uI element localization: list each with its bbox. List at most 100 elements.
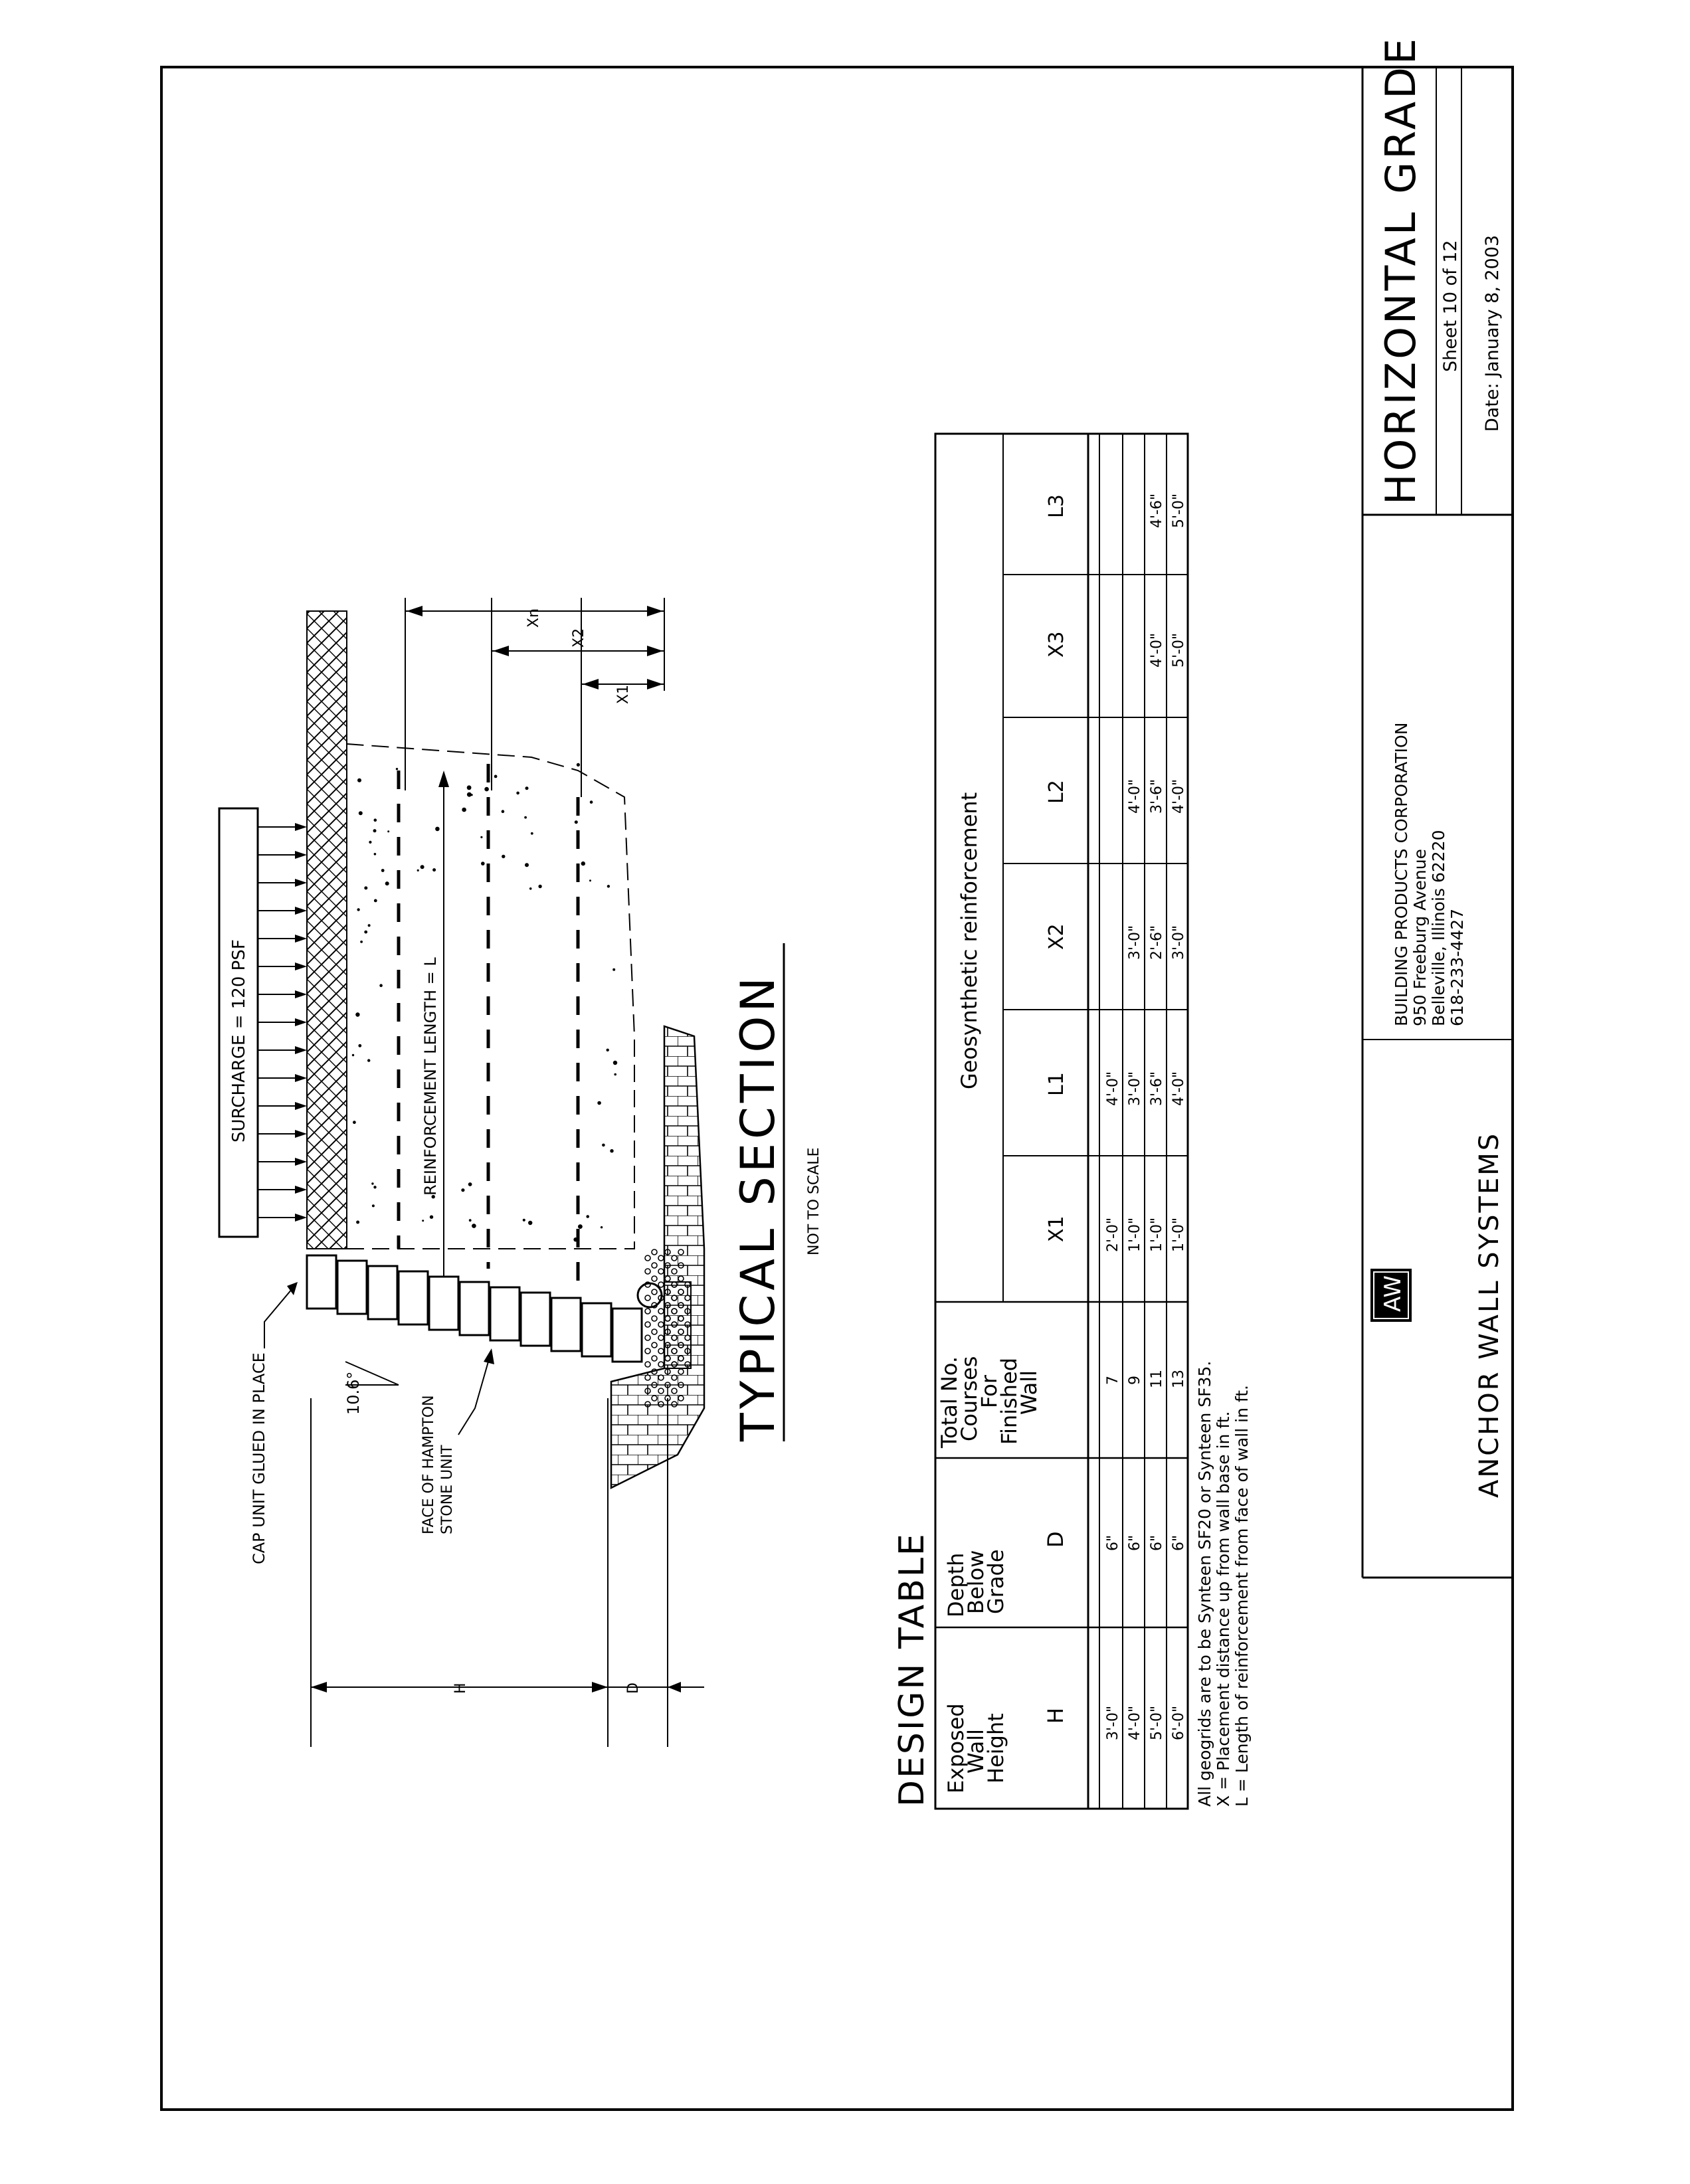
stipple-dot — [576, 763, 581, 767]
stipple-dot — [612, 968, 616, 971]
surcharge-arrowhead — [295, 1130, 307, 1138]
stipple-dot — [522, 1218, 525, 1222]
col-h-line-2: Wall — [963, 1729, 988, 1774]
sub-header-x3: X3 — [1045, 631, 1068, 658]
stipple-dot — [371, 1204, 375, 1208]
surcharge-arrowhead — [295, 990, 307, 998]
stipple-dot — [589, 879, 591, 882]
backfill-stipple — [351, 763, 618, 1242]
col-h-line-3: Height — [983, 1713, 1008, 1783]
table-row: 6'-0" 6" 13 1'-0" 4'-0" 3'-0" 4'-0" 5'-0… — [1171, 494, 1187, 1740]
surcharge-arrowhead — [295, 851, 307, 859]
reinforcement-length-label: REINFORCEMENT LENGTH = L — [421, 957, 440, 1196]
surcharge-arrowhead — [295, 1102, 307, 1110]
stipple-dot — [364, 930, 368, 934]
stipple-dot — [351, 1053, 355, 1057]
stipple-dot — [472, 1224, 476, 1228]
retained-soil-hatch — [306, 610, 347, 1249]
cell-r3-h: 6'-0" — [1171, 1706, 1187, 1740]
stipple-dot — [435, 826, 440, 832]
sheet-date: Date: January 8, 2003 — [1482, 235, 1503, 432]
cell-r2-l1: 3'-6" — [1149, 1071, 1165, 1106]
stipple-dot — [357, 908, 360, 911]
stipple-dot — [431, 1195, 435, 1199]
stipple-dot — [606, 1048, 609, 1052]
stipple-dot — [373, 899, 377, 903]
dim-x1-label: X1 — [615, 685, 632, 704]
title-block: HORIZONTAL GRADE Sheet 10 of 12 Date: Ja… — [1361, 36, 1513, 1579]
stipple-dot — [420, 865, 424, 869]
stipple-dot — [574, 820, 578, 824]
foundation-soil — [610, 1025, 705, 1490]
address-line-4: 618-233-4427 — [1448, 909, 1467, 1026]
stipple-dot — [432, 868, 436, 872]
surcharge-arrowhead — [295, 823, 307, 831]
surcharge-arrows — [258, 823, 307, 1222]
stipple-dot — [364, 886, 368, 890]
note-3: L = Length of reinforcement from face of… — [1232, 1385, 1252, 1807]
stipple-dot — [466, 785, 472, 790]
stipple-dot — [355, 1012, 360, 1017]
cell-r1-h: 4'-0" — [1127, 1706, 1143, 1740]
stipple-dot — [373, 818, 377, 822]
stipple-dot — [356, 1220, 360, 1224]
cell-r0-courses: 7 — [1105, 1376, 1121, 1385]
cell-r3-x1: 1'-0" — [1171, 1218, 1187, 1252]
cell-r0-d: 6" — [1105, 1535, 1121, 1551]
stipple-dot — [494, 774, 498, 778]
design-table-title: DESIGN TABLE — [892, 1532, 932, 1807]
wall-blocks — [306, 1254, 643, 1363]
face-label-line-1: FACE OF HAMPTON — [421, 1395, 437, 1534]
cell-r2-x1: 1'-0" — [1149, 1218, 1165, 1252]
stipple-dot — [358, 811, 363, 816]
cell-r1-d: 6" — [1127, 1535, 1143, 1551]
col-courses-line-1: Total No. — [937, 1356, 962, 1449]
surcharge-arrowhead — [295, 1074, 307, 1082]
cell-r2-x3: 4'-0" — [1149, 633, 1165, 668]
wall-block — [306, 1254, 337, 1310]
stipple-dot — [379, 984, 383, 987]
stipple-dot — [373, 853, 377, 856]
cell-r3-l2: 4'-0" — [1171, 779, 1187, 814]
col-h-symbol: H — [1043, 1708, 1068, 1724]
stipple-dot — [501, 810, 505, 813]
col-courses-line-4: Finished — [996, 1358, 1022, 1445]
sub-header-x1: X1 — [1045, 1216, 1068, 1242]
wall-block — [458, 1281, 490, 1336]
col-d-line-2: Below — [963, 1550, 988, 1614]
note-1: All geogrids are to be Synteen SF20 or S… — [1195, 1361, 1214, 1807]
cell-r3-x2: 3'-0" — [1171, 925, 1187, 960]
stipple-dot — [360, 941, 363, 943]
geo-header: Geosynthetic reinforcement — [957, 792, 982, 1089]
reinforced-backfill — [346, 743, 635, 1249]
cell-r1-courses: 9 — [1127, 1376, 1143, 1385]
stipple-dot — [600, 1226, 603, 1229]
section-title: TYPICAL SECTION — [731, 973, 785, 1442]
surcharge-arrowhead — [295, 1018, 307, 1026]
stipple-dot — [358, 1044, 362, 1047]
stipple-dot — [417, 869, 419, 871]
table-row: 5'-0" 6" 11 1'-0" 3'-6" 2'-6" 3'-6" 4'-0… — [1149, 494, 1165, 1740]
note-2: X = Placement distance up from wall base… — [1214, 1411, 1233, 1807]
cell-r3-d: 6" — [1171, 1535, 1187, 1551]
cell-r2-l2: 3'-6" — [1149, 779, 1165, 814]
col-h-line-1: Exposed — [943, 1703, 969, 1793]
col-courses-line-2: Courses — [957, 1356, 982, 1441]
stipple-dot — [381, 869, 385, 872]
wall-block — [428, 1275, 460, 1331]
design-table: DESIGN TABLE Exposed Wall Height H Depth… — [892, 432, 1189, 1810]
leveling-pad — [664, 1281, 692, 1369]
wall-block — [367, 1265, 399, 1320]
geogrid-layers — [397, 764, 580, 1295]
stipple-dot — [484, 786, 489, 792]
cell-r2-l3: 4'-6" — [1149, 494, 1165, 528]
wall-block — [397, 1270, 429, 1326]
sub-header-l2: L2 — [1045, 780, 1068, 804]
surcharge-arrowhead — [295, 1214, 307, 1222]
surcharge-arrowhead — [295, 962, 307, 970]
cell-r3-l3: 5'-0" — [1171, 494, 1187, 528]
cap-unit-label: CAP UNIT GLUED IN PLACE — [250, 1352, 268, 1564]
cell-r2-d: 6" — [1149, 1535, 1165, 1551]
sheet-title: HORIZONTAL GRADE — [1376, 36, 1425, 505]
